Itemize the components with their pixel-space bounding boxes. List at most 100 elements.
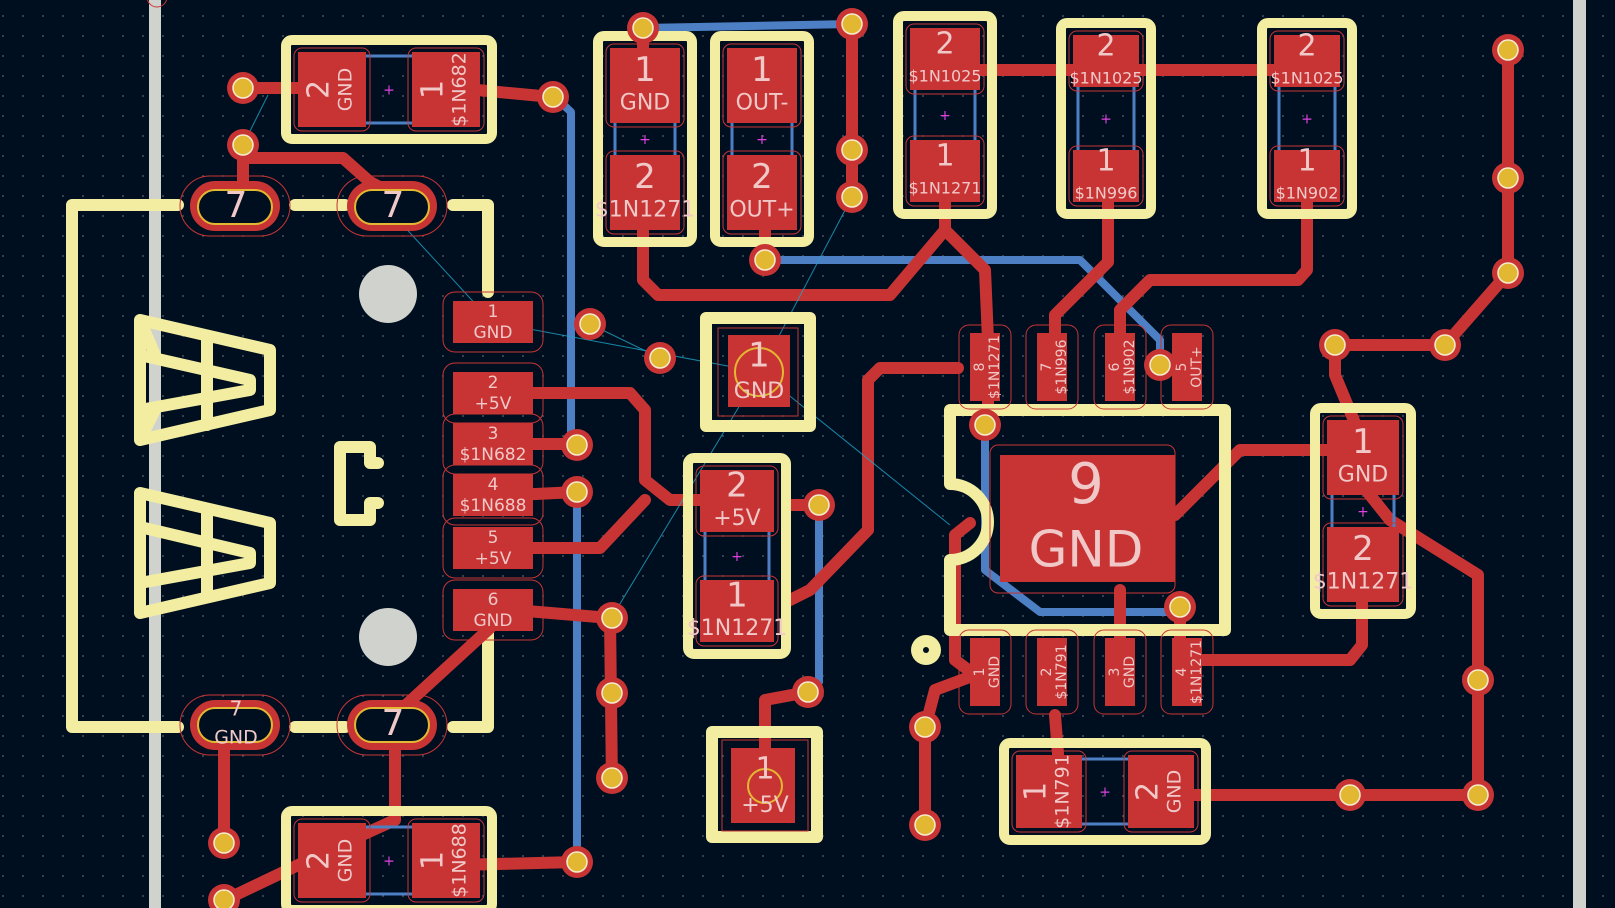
pad-number: 2 (726, 466, 748, 506)
via[interactable] (909, 711, 941, 743)
connector-pad[interactable]: 5+5V (442, 517, 544, 579)
via[interactable] (561, 476, 593, 508)
pad-net: +5V (475, 394, 512, 414)
via[interactable] (1462, 664, 1494, 696)
shield-pad[interactable]: 7 (336, 175, 448, 237)
via[interactable] (574, 308, 606, 340)
anchor-icon: + (1099, 785, 1111, 801)
anchor-icon: + (639, 132, 651, 148)
via[interactable] (749, 244, 781, 276)
pad-number: 2 (1039, 668, 1055, 677)
via[interactable] (1492, 162, 1524, 194)
pad-net: GND (474, 323, 513, 343)
pad-number: 1 (1352, 422, 1374, 462)
board-edge-right (1573, 0, 1586, 908)
ic-pad[interactable]: 6$1N902 (1093, 324, 1147, 410)
via[interactable] (227, 72, 259, 104)
via[interactable] (792, 676, 824, 708)
origin-marker-icon (146, 0, 168, 8)
ic-footprint[interactable]: 9 GND (911, 404, 1231, 665)
via[interactable] (208, 827, 240, 859)
shield-pad[interactable]: 7 (179, 175, 291, 237)
via[interactable] (627, 12, 659, 44)
pad-net: GND (335, 839, 357, 883)
via[interactable] (909, 809, 941, 841)
ic-exposed-pad[interactable]: 9 GND (1000, 452, 1175, 582)
pad-net: $1N1271 (1313, 570, 1413, 595)
ic-pad[interactable]: 8$1N1271 (958, 324, 1012, 410)
via[interactable] (836, 8, 868, 40)
vias (208, 8, 1524, 908)
capacitor-mid[interactable]: 2+5V1$1N1271+ (683, 453, 791, 659)
pad-net: GND (335, 68, 357, 112)
via[interactable] (227, 129, 259, 161)
pad-net: $1N996 (1075, 184, 1138, 203)
via[interactable] (537, 81, 569, 113)
ic-pad[interactable]: 2$1N791 (1025, 629, 1079, 715)
pad-number: 2 (1352, 529, 1374, 569)
anchor-icon: + (1301, 112, 1313, 128)
pad-number: 8 (972, 363, 988, 372)
pad-number: 1 (416, 851, 451, 870)
via[interactable] (1492, 257, 1524, 289)
pad-net: $1N1025 (908, 67, 981, 86)
via[interactable] (969, 409, 1001, 441)
ic-pad[interactable]: 7$1N996 (1025, 324, 1079, 410)
connector-pad[interactable]: 2+5V (442, 362, 544, 424)
shield-pad[interactable]: 7 (336, 694, 448, 756)
test-point-gnd[interactable]: 1 GND (700, 312, 816, 432)
ic-pad[interactable]: 4$1N1271 (1160, 629, 1214, 715)
via[interactable] (644, 342, 676, 374)
via[interactable] (1429, 329, 1461, 361)
via[interactable] (596, 677, 628, 709)
via[interactable] (596, 602, 628, 634)
pad-number: 5 (1174, 363, 1190, 372)
pad-number: 1 (755, 752, 774, 787)
pad-number: 1 (935, 139, 954, 174)
via[interactable] (836, 134, 868, 166)
pad-net: $1N1271 (595, 198, 695, 223)
via[interactable] (1319, 329, 1351, 361)
shield-pad[interactable]: 7 GND (179, 694, 291, 756)
pad-number: 2 (634, 157, 656, 197)
pad-number: 1 (751, 50, 773, 90)
via[interactable] (1164, 591, 1196, 623)
pad-number: 6 (1107, 362, 1123, 371)
pad-number: 1 (488, 302, 499, 322)
via[interactable] (836, 181, 868, 213)
test-point-5v[interactable]: 1 +5V (706, 726, 823, 843)
via[interactable] (208, 884, 240, 908)
via[interactable] (561, 846, 593, 878)
pad-net: $1N682 (449, 52, 471, 127)
via[interactable] (1334, 779, 1366, 811)
via[interactable] (596, 762, 628, 794)
via[interactable] (1144, 349, 1176, 381)
pad-net: $1N1271 (908, 179, 981, 198)
connector-pad[interactable]: 3$1N682 (442, 413, 544, 475)
via[interactable] (1492, 34, 1524, 66)
pad-net: $1N902 (1276, 184, 1339, 203)
pad-net: OUT+ (729, 198, 794, 223)
pad-number: 7 (230, 697, 243, 721)
via[interactable] (561, 429, 593, 461)
via[interactable] (803, 489, 835, 521)
connector-pad[interactable]: 4$1N688 (442, 464, 544, 526)
via[interactable] (1462, 779, 1494, 811)
